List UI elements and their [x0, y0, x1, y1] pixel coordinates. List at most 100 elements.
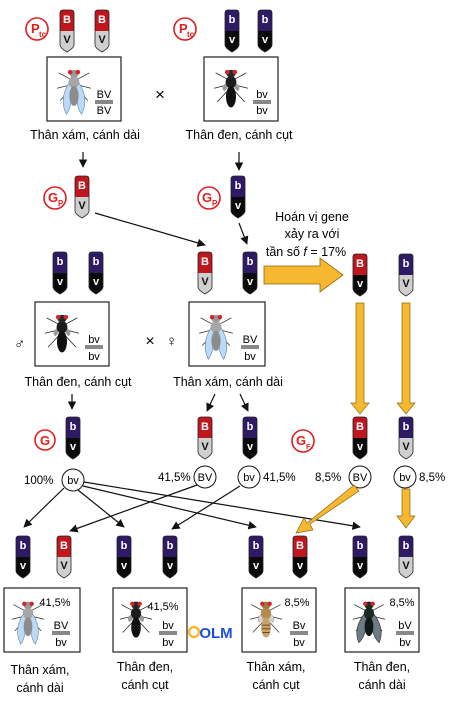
svg-text:B: B	[296, 540, 304, 552]
ptc-label-right: P	[179, 21, 188, 36]
svg-text:v: v	[20, 560, 27, 572]
ptc-sub-right: tc	[187, 30, 195, 39]
offspring-2-box: 41,5% bv bv	[112, 587, 188, 653]
svg-text:cánh cụt: cánh cụt	[252, 678, 300, 692]
arrow-icon	[239, 393, 249, 412]
svg-text:b: b	[57, 256, 64, 268]
cross-symbol-f1: ×	[145, 333, 154, 350]
offspring-labels: Thân xám, cánh dài Thân đen, cánh cụt Th…	[10, 660, 410, 695]
allele-b: b	[262, 14, 269, 26]
chromosome-pair-p2: b v b v	[224, 9, 273, 53]
offspring-1-chromosomes: b v B V	[15, 535, 72, 579]
svg-text:v: v	[247, 276, 254, 288]
gamete-male-ratio: 100% bv	[24, 468, 85, 492]
ptc-label-left: P	[31, 21, 40, 36]
svg-text:b: b	[167, 540, 174, 552]
f1-female-chromosomes: B V b v	[197, 251, 258, 295]
p1-genotype-bottom: BV	[97, 105, 112, 117]
svg-text:v: v	[357, 278, 364, 290]
svg-text:P: P	[58, 199, 64, 208]
svg-text:B: B	[78, 180, 86, 192]
arrow-icon	[238, 222, 249, 245]
svg-text:BV: BV	[353, 472, 368, 484]
svg-text:xảy ra với: xảy ra với	[285, 227, 340, 241]
allele-v: v	[229, 34, 236, 46]
svg-text:Thân xám,: Thân xám,	[246, 660, 305, 674]
yellow-arrow-icon	[350, 302, 370, 415]
svg-text:Hoán vị gene: Hoán vị gene	[275, 210, 349, 224]
svg-text:B: B	[356, 421, 364, 433]
p1-phenotype: Thân xám, cánh dài	[30, 128, 140, 142]
svg-text:V: V	[60, 560, 68, 572]
f1-female-phenotype: Thân xám, cánh dài	[173, 375, 283, 389]
svg-text:bv: bv	[399, 472, 411, 484]
svg-text:41,5%: 41,5%	[158, 472, 191, 484]
fertilization-arrows	[23, 481, 361, 533]
gf1-symbol: G F₁	[291, 429, 315, 453]
svg-text:v: v	[297, 560, 304, 572]
gamete-recombinant-ratio-2: bv 8,5%	[393, 465, 445, 489]
female-symbol: ♀	[166, 333, 177, 350]
svg-text:b: b	[403, 421, 410, 433]
f1-male-chromosomes: b v b v	[52, 251, 104, 295]
svg-text:BV: BV	[198, 472, 213, 484]
offspring-2-chromosomes: b v b v	[116, 535, 178, 579]
offspring-1-box: 41,5% BV bv	[3, 587, 81, 653]
chromosome-pair-p1: B V B V	[59, 9, 110, 53]
svg-text:G: G	[202, 190, 212, 205]
svg-text:8,5%: 8,5%	[284, 597, 309, 609]
gamete-female-ratio-1: 41,5% BV	[158, 465, 217, 489]
svg-text:bv: bv	[55, 637, 67, 649]
svg-text:b: b	[253, 540, 260, 552]
ptc-symbol-right: P tc	[173, 17, 197, 41]
svg-text:cánh cụt: cánh cụt	[121, 678, 169, 692]
svg-text:P: P	[212, 199, 218, 208]
svg-text:v: v	[121, 560, 128, 572]
svg-text:V: V	[78, 200, 86, 212]
svg-text:v: v	[167, 560, 174, 572]
allele-v: v	[262, 34, 269, 46]
gp-symbol-right: G P	[197, 186, 221, 210]
ptc-sub-left: tc	[39, 30, 47, 39]
ptc-circle-right	[173, 17, 197, 41]
allele-V: V	[63, 34, 71, 46]
svg-text:cánh dài: cánh dài	[16, 681, 63, 695]
p1-genotype-top: BV	[97, 89, 112, 101]
svg-text:F₁: F₁	[306, 444, 313, 451]
svg-text:b: b	[247, 421, 254, 433]
offspring-4-box: 8,5% bV bv	[344, 587, 420, 653]
ptc-symbol-left: P tc	[25, 17, 49, 41]
svg-text:v: v	[357, 441, 364, 453]
gamete-p2: b v	[230, 175, 246, 219]
p2-genotype-top: bv	[256, 89, 268, 101]
svg-text:41,5%: 41,5%	[39, 597, 70, 609]
svg-text:b: b	[357, 540, 364, 552]
svg-text:cánh dài: cánh dài	[358, 678, 405, 692]
svg-text:B: B	[60, 540, 68, 552]
svg-text:100%: 100%	[24, 475, 53, 487]
svg-text:8,5%: 8,5%	[315, 472, 341, 484]
svg-text:v: v	[93, 276, 100, 288]
yellow-arrow-icon	[396, 302, 416, 415]
parent-box-p2: bv bv	[203, 56, 279, 122]
svg-text:v: v	[235, 200, 242, 212]
svg-text:b: b	[403, 258, 410, 270]
svg-text:v: v	[357, 560, 364, 572]
svg-text:V: V	[402, 278, 410, 290]
offspring-3-box: 8,5% Bv bv	[241, 587, 317, 653]
svg-text:Thân đen,: Thân đen,	[117, 660, 173, 674]
svg-text:V: V	[201, 276, 209, 288]
svg-text:bv: bv	[162, 620, 174, 632]
svg-text:41,5%: 41,5%	[147, 601, 178, 613]
svg-text:V: V	[402, 560, 410, 572]
gp-symbol-left: G P	[43, 186, 67, 210]
gamete-female-chromosomes: B V b v	[197, 416, 258, 460]
yellow-arrow-icon	[396, 488, 416, 529]
svg-text:8,5%: 8,5%	[419, 472, 445, 484]
gamete-female-ratio-2: bv 41,5%	[237, 465, 296, 489]
cross-symbol-p: ×	[155, 85, 165, 104]
svg-text:B: B	[201, 256, 209, 268]
gamete-recombinant-ratio-1: 8,5% BV	[315, 465, 372, 489]
recombination-arrow-icon	[263, 257, 344, 293]
